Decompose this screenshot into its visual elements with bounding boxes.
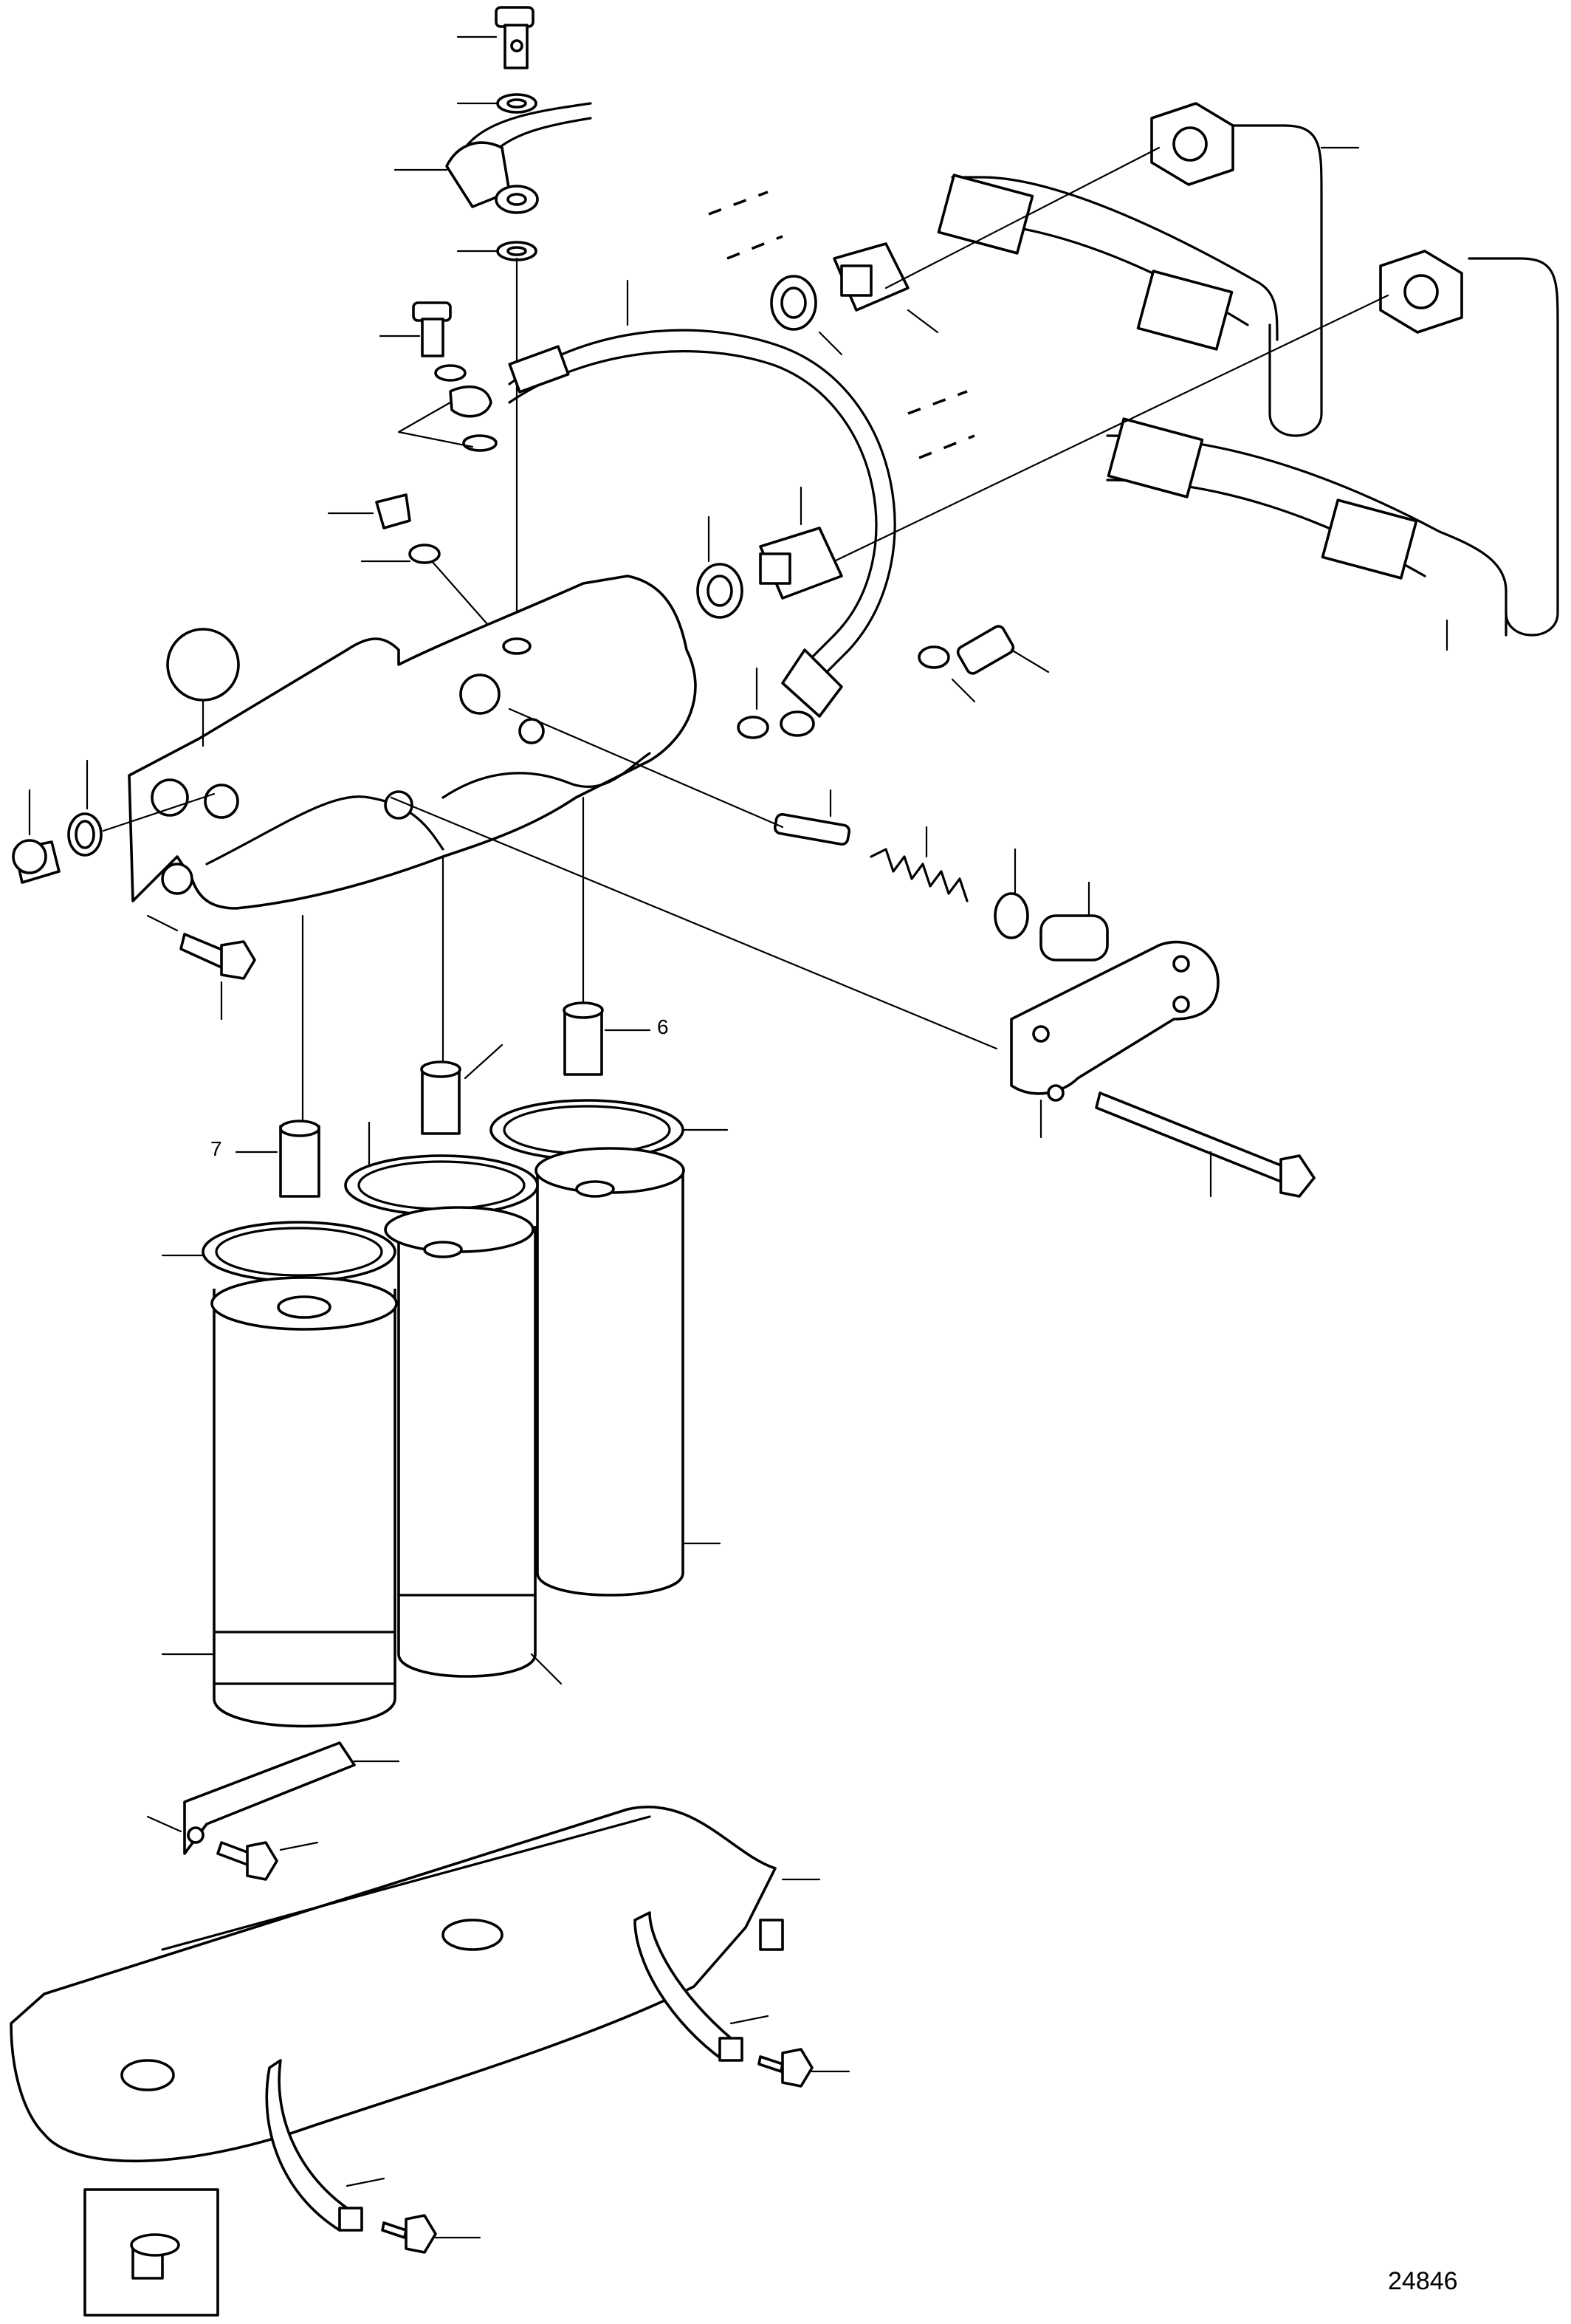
threaded-nipple [420, 1043, 503, 1135]
oil-hose [508, 279, 896, 737]
tray-clamp [265, 2059, 481, 2254]
callout-circle [166, 628, 240, 702]
plug-top [327, 493, 489, 625]
long-bolt [1095, 1091, 1316, 1198]
sealing-washer [456, 93, 537, 114]
relief-valve [508, 707, 1109, 962]
banjo-fitting-pipe [393, 102, 592, 214]
adapter-fitting-lower [696, 294, 1389, 619]
partial-reference-label: 6 [657, 1015, 669, 1038]
bolt [146, 914, 256, 1021]
banjo-bolt-right [737, 625, 1050, 739]
oil-pipe-lower [907, 250, 1559, 651]
partial-reference-label: 7 [210, 1137, 222, 1160]
oil-pipe-upper [708, 102, 1360, 437]
adapter-fitting-upper [770, 146, 1161, 356]
threaded-nipple [235, 1120, 320, 1198]
oil-filter-right [489, 1099, 729, 1597]
detail-inset-box [83, 2188, 219, 2317]
oil-filter-middle [344, 1154, 563, 1685]
support-bracket [390, 796, 1220, 1139]
banjo-bolt-top [456, 6, 534, 69]
drip-tray [10, 1806, 821, 2163]
mounting-bracket [146, 1741, 400, 1881]
plug-left [12, 759, 216, 884]
figure-number: 24846 [1388, 2267, 1458, 2295]
threaded-nipple [563, 1001, 651, 1076]
oil-filter-left [161, 1221, 398, 1728]
filter-housing [128, 575, 697, 910]
sealing-washer [456, 241, 537, 261]
tray-clamp [633, 1911, 850, 2088]
banjo-bolt-small [379, 301, 498, 452]
